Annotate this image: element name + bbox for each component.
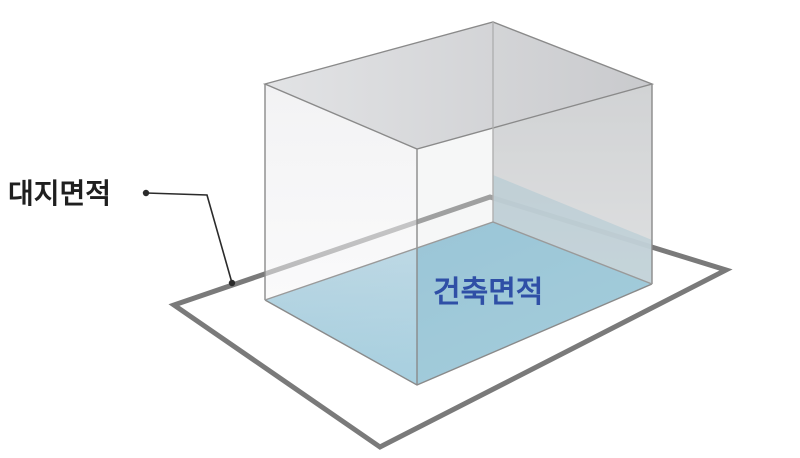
box-right-face-lower	[493, 175, 652, 284]
box-edges	[262, 21, 655, 386]
box-front-right-face	[417, 84, 652, 385]
leader-line	[145, 192, 233, 284]
building-area-label: 건축면적	[433, 275, 543, 310]
leader-dot-end	[228, 279, 236, 287]
box-top-face	[265, 22, 652, 149]
box-front-face	[265, 84, 417, 385]
site-area-label: 대지면적	[8, 177, 111, 210]
